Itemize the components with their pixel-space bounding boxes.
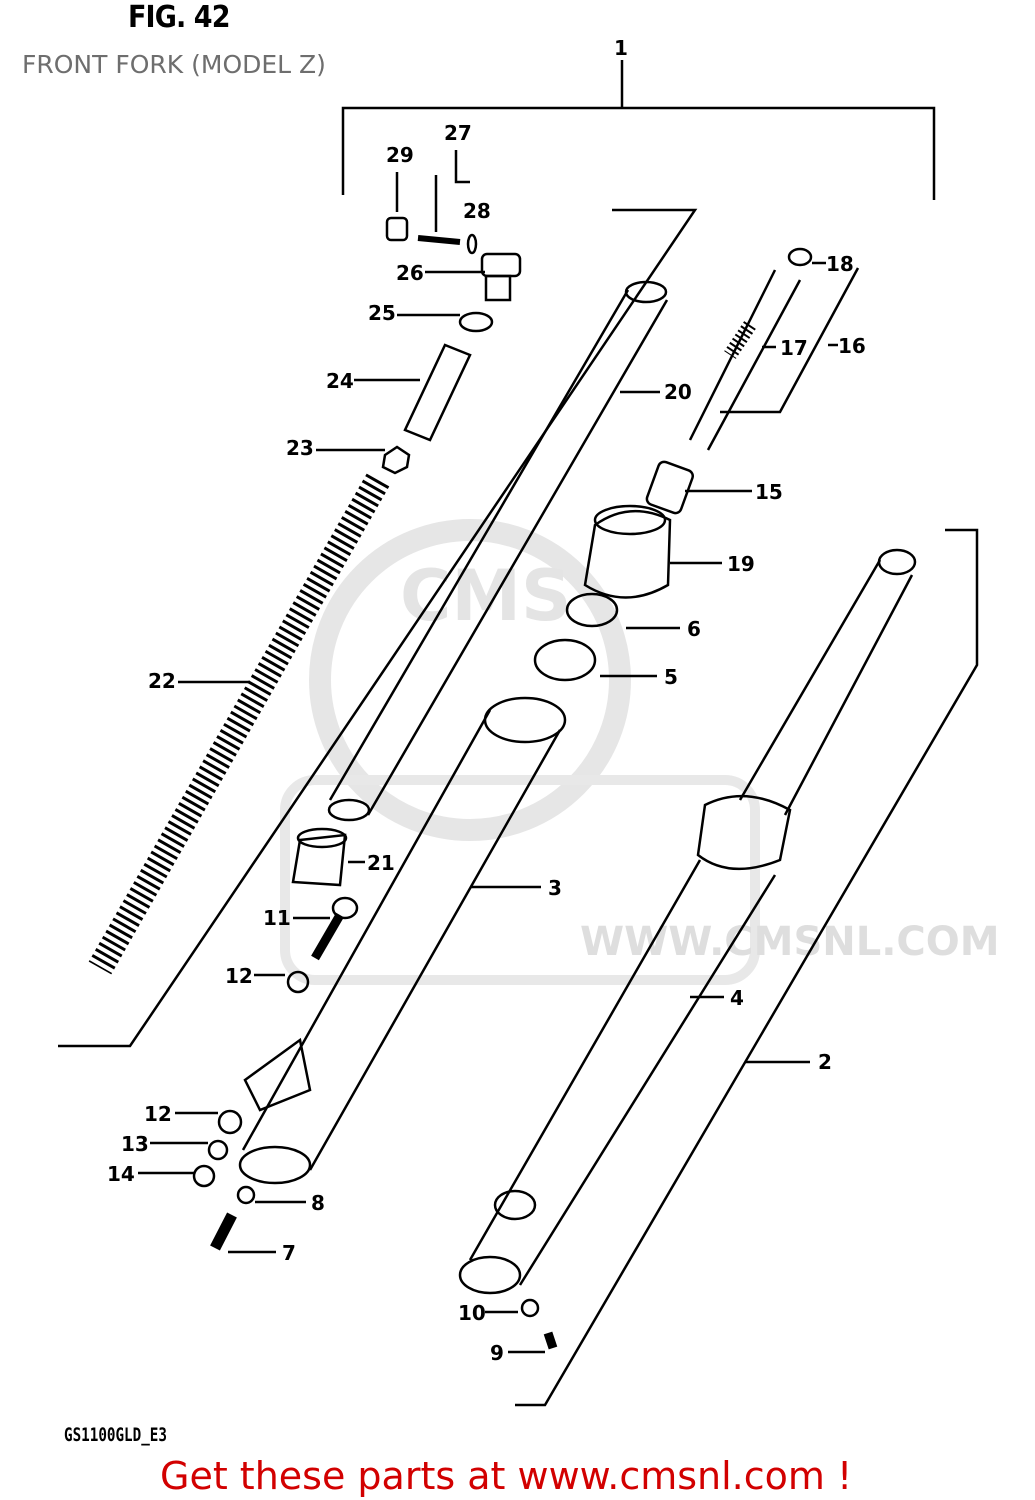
bracket-inner bbox=[58, 208, 698, 1048]
bracket-1 bbox=[341, 106, 936, 200]
callout: 8 bbox=[311, 1191, 325, 1215]
page-title: FRONT FORK (MODEL Z) bbox=[22, 50, 326, 79]
callout: 21 bbox=[367, 851, 395, 875]
line-art bbox=[58, 60, 979, 1407]
callout: 20 bbox=[664, 380, 692, 404]
watermark: CMS WWW.CMSNL.COM bbox=[280, 519, 1000, 985]
callout: 14 bbox=[107, 1162, 135, 1186]
callout: 7 bbox=[282, 1241, 296, 1265]
callout: 5 bbox=[664, 665, 678, 689]
watermark-url: WWW.CMSNL.COM bbox=[580, 919, 1000, 965]
callout: 24 bbox=[326, 369, 354, 393]
callout: 15 bbox=[755, 480, 783, 504]
callout: 13 bbox=[121, 1132, 149, 1156]
callout: 1 bbox=[614, 36, 628, 60]
callout: 17 bbox=[780, 336, 808, 360]
callout: 28 bbox=[463, 199, 491, 223]
callout: 27 bbox=[444, 121, 472, 145]
callout: 18 bbox=[826, 252, 854, 276]
callout: 9 bbox=[490, 1341, 504, 1365]
callout: 2 bbox=[818, 1050, 832, 1074]
callout: 6 bbox=[687, 617, 701, 641]
callout: 22 bbox=[148, 669, 176, 693]
callout: 26 bbox=[396, 261, 424, 285]
bracket-outer bbox=[515, 528, 979, 1407]
callout: 3 bbox=[548, 876, 562, 900]
figure-label: FIG. 42 bbox=[128, 0, 230, 35]
callout: 16 bbox=[838, 334, 866, 358]
callout: 25 bbox=[368, 301, 396, 325]
callout: 23 bbox=[286, 436, 314, 460]
watermark-logo: CMS bbox=[400, 555, 571, 637]
callout: 10 bbox=[458, 1301, 486, 1325]
callouts: 1 27 29 28 26 25 24 23 22 20 18 17 16 15… bbox=[107, 36, 866, 1365]
callout: 29 bbox=[386, 143, 414, 167]
callout: 12 bbox=[225, 964, 253, 988]
callout: 19 bbox=[727, 552, 755, 576]
callout: 4 bbox=[730, 986, 744, 1010]
callout: 12 bbox=[144, 1102, 172, 1126]
promo-link[interactable]: Get these parts at www.cmsnl.com ! bbox=[160, 1454, 853, 1498]
callout: 11 bbox=[263, 906, 291, 930]
model-code: GS1100GLD_E3 bbox=[64, 1424, 167, 1446]
